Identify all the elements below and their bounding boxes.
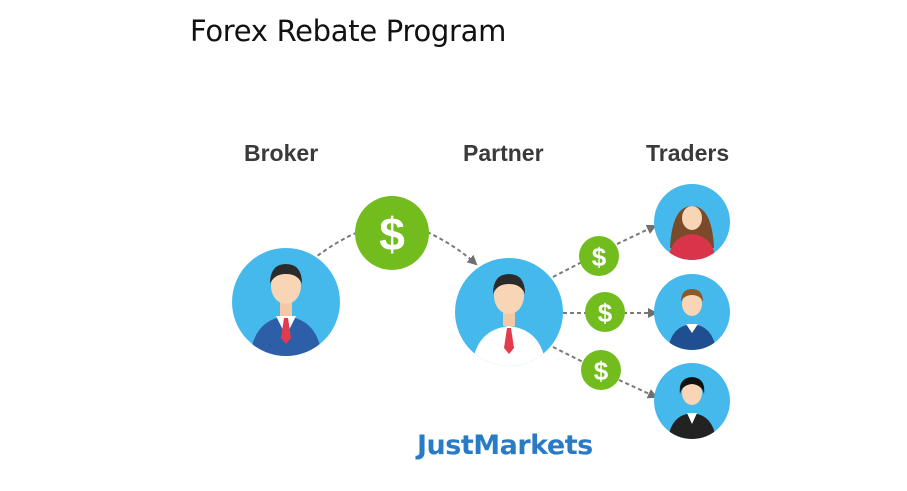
dollar-coin-icon: $ xyxy=(579,236,619,276)
coin-symbol: $ xyxy=(379,208,405,260)
coin-symbol: $ xyxy=(594,356,609,386)
coin-symbol: $ xyxy=(598,298,613,328)
arrow-icon xyxy=(311,231,359,261)
coin-symbol: $ xyxy=(592,242,607,272)
arrow-icon xyxy=(426,231,478,266)
trader-avatar-icon xyxy=(654,184,730,260)
trader-avatar-icon xyxy=(654,363,730,439)
trader-avatar-icon xyxy=(654,274,730,350)
partner-label: Partner xyxy=(463,140,544,166)
partner-avatar-icon xyxy=(455,258,563,366)
dollar-coin-icon: $ xyxy=(585,292,625,332)
dollar-coin-icon: $ xyxy=(355,196,429,270)
arrow-icon xyxy=(552,261,583,278)
arrow-icon xyxy=(618,379,658,399)
arrow-icon xyxy=(552,346,584,363)
broker-avatar-icon xyxy=(232,248,340,356)
broker-label: Broker xyxy=(244,140,319,166)
page-title: Forex Rebate Program xyxy=(190,14,507,48)
dollar-coin-icon: $ xyxy=(581,350,621,390)
arrow-icon xyxy=(616,224,657,245)
traders-label: Traders xyxy=(646,140,730,166)
brand-logo: JustMarkets xyxy=(417,430,593,461)
